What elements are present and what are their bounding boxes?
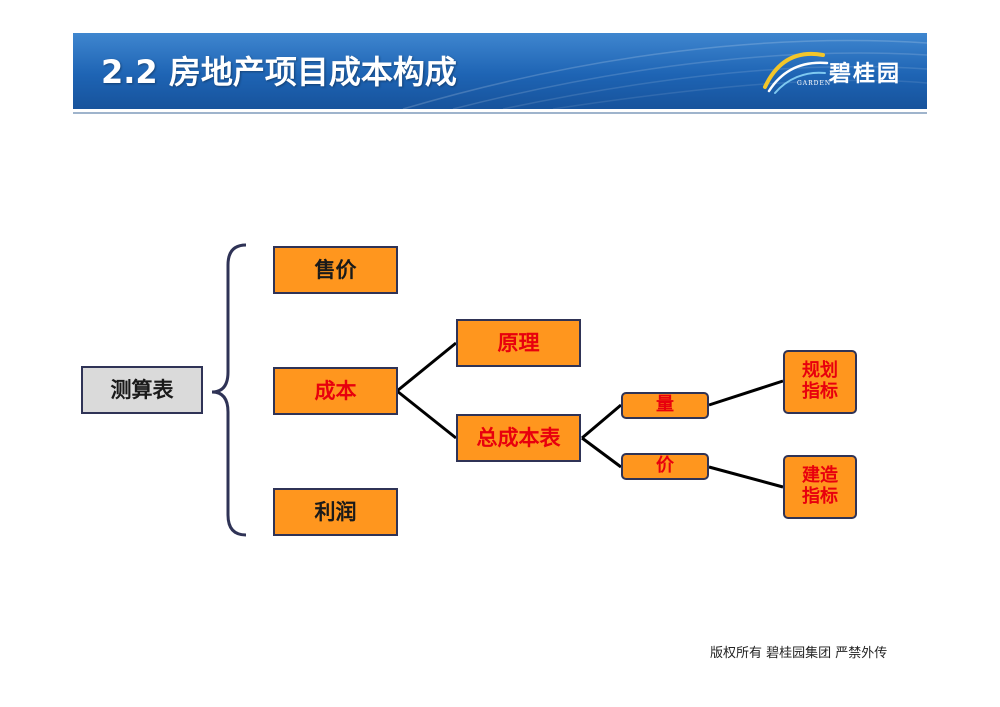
node-selling-price: 售价 (273, 246, 398, 294)
connector-price-construction (708, 465, 784, 489)
header-banner: 2.2 房地产项目成本构成 GARDEN 碧桂园 (73, 33, 927, 109)
logo-subtext: GARDEN (797, 80, 832, 87)
node-price: 价 (621, 453, 709, 480)
copyright-footer: 版权所有 碧桂园集团 严禁外传 (710, 646, 888, 661)
page-title: 2.2 房地产项目成本构成 (101, 53, 457, 91)
node-total-cost-table: 总成本表 (456, 414, 581, 462)
node-principle: 原理 (456, 319, 581, 367)
connector-cost-principle (396, 341, 457, 393)
logo-text: 碧桂园 (829, 61, 902, 87)
company-logo: GARDEN 碧桂园 (761, 47, 921, 97)
node-root: 测算表 (81, 366, 203, 414)
connector-total-quantity (581, 403, 622, 440)
node-cost: 成本 (273, 367, 398, 415)
logo-swoosh-icon (763, 51, 829, 94)
connector-quantity-planning (708, 379, 784, 407)
node-profit: 利润 (273, 488, 398, 536)
node-construction-index: 建造 指标 (783, 455, 857, 519)
connector-cost-total (396, 389, 457, 440)
node-quantity: 量 (621, 392, 709, 419)
root-brace (211, 243, 247, 537)
node-planning-index: 规划 指标 (783, 350, 857, 414)
connector-total-price (581, 436, 622, 469)
header-divider (73, 112, 927, 114)
